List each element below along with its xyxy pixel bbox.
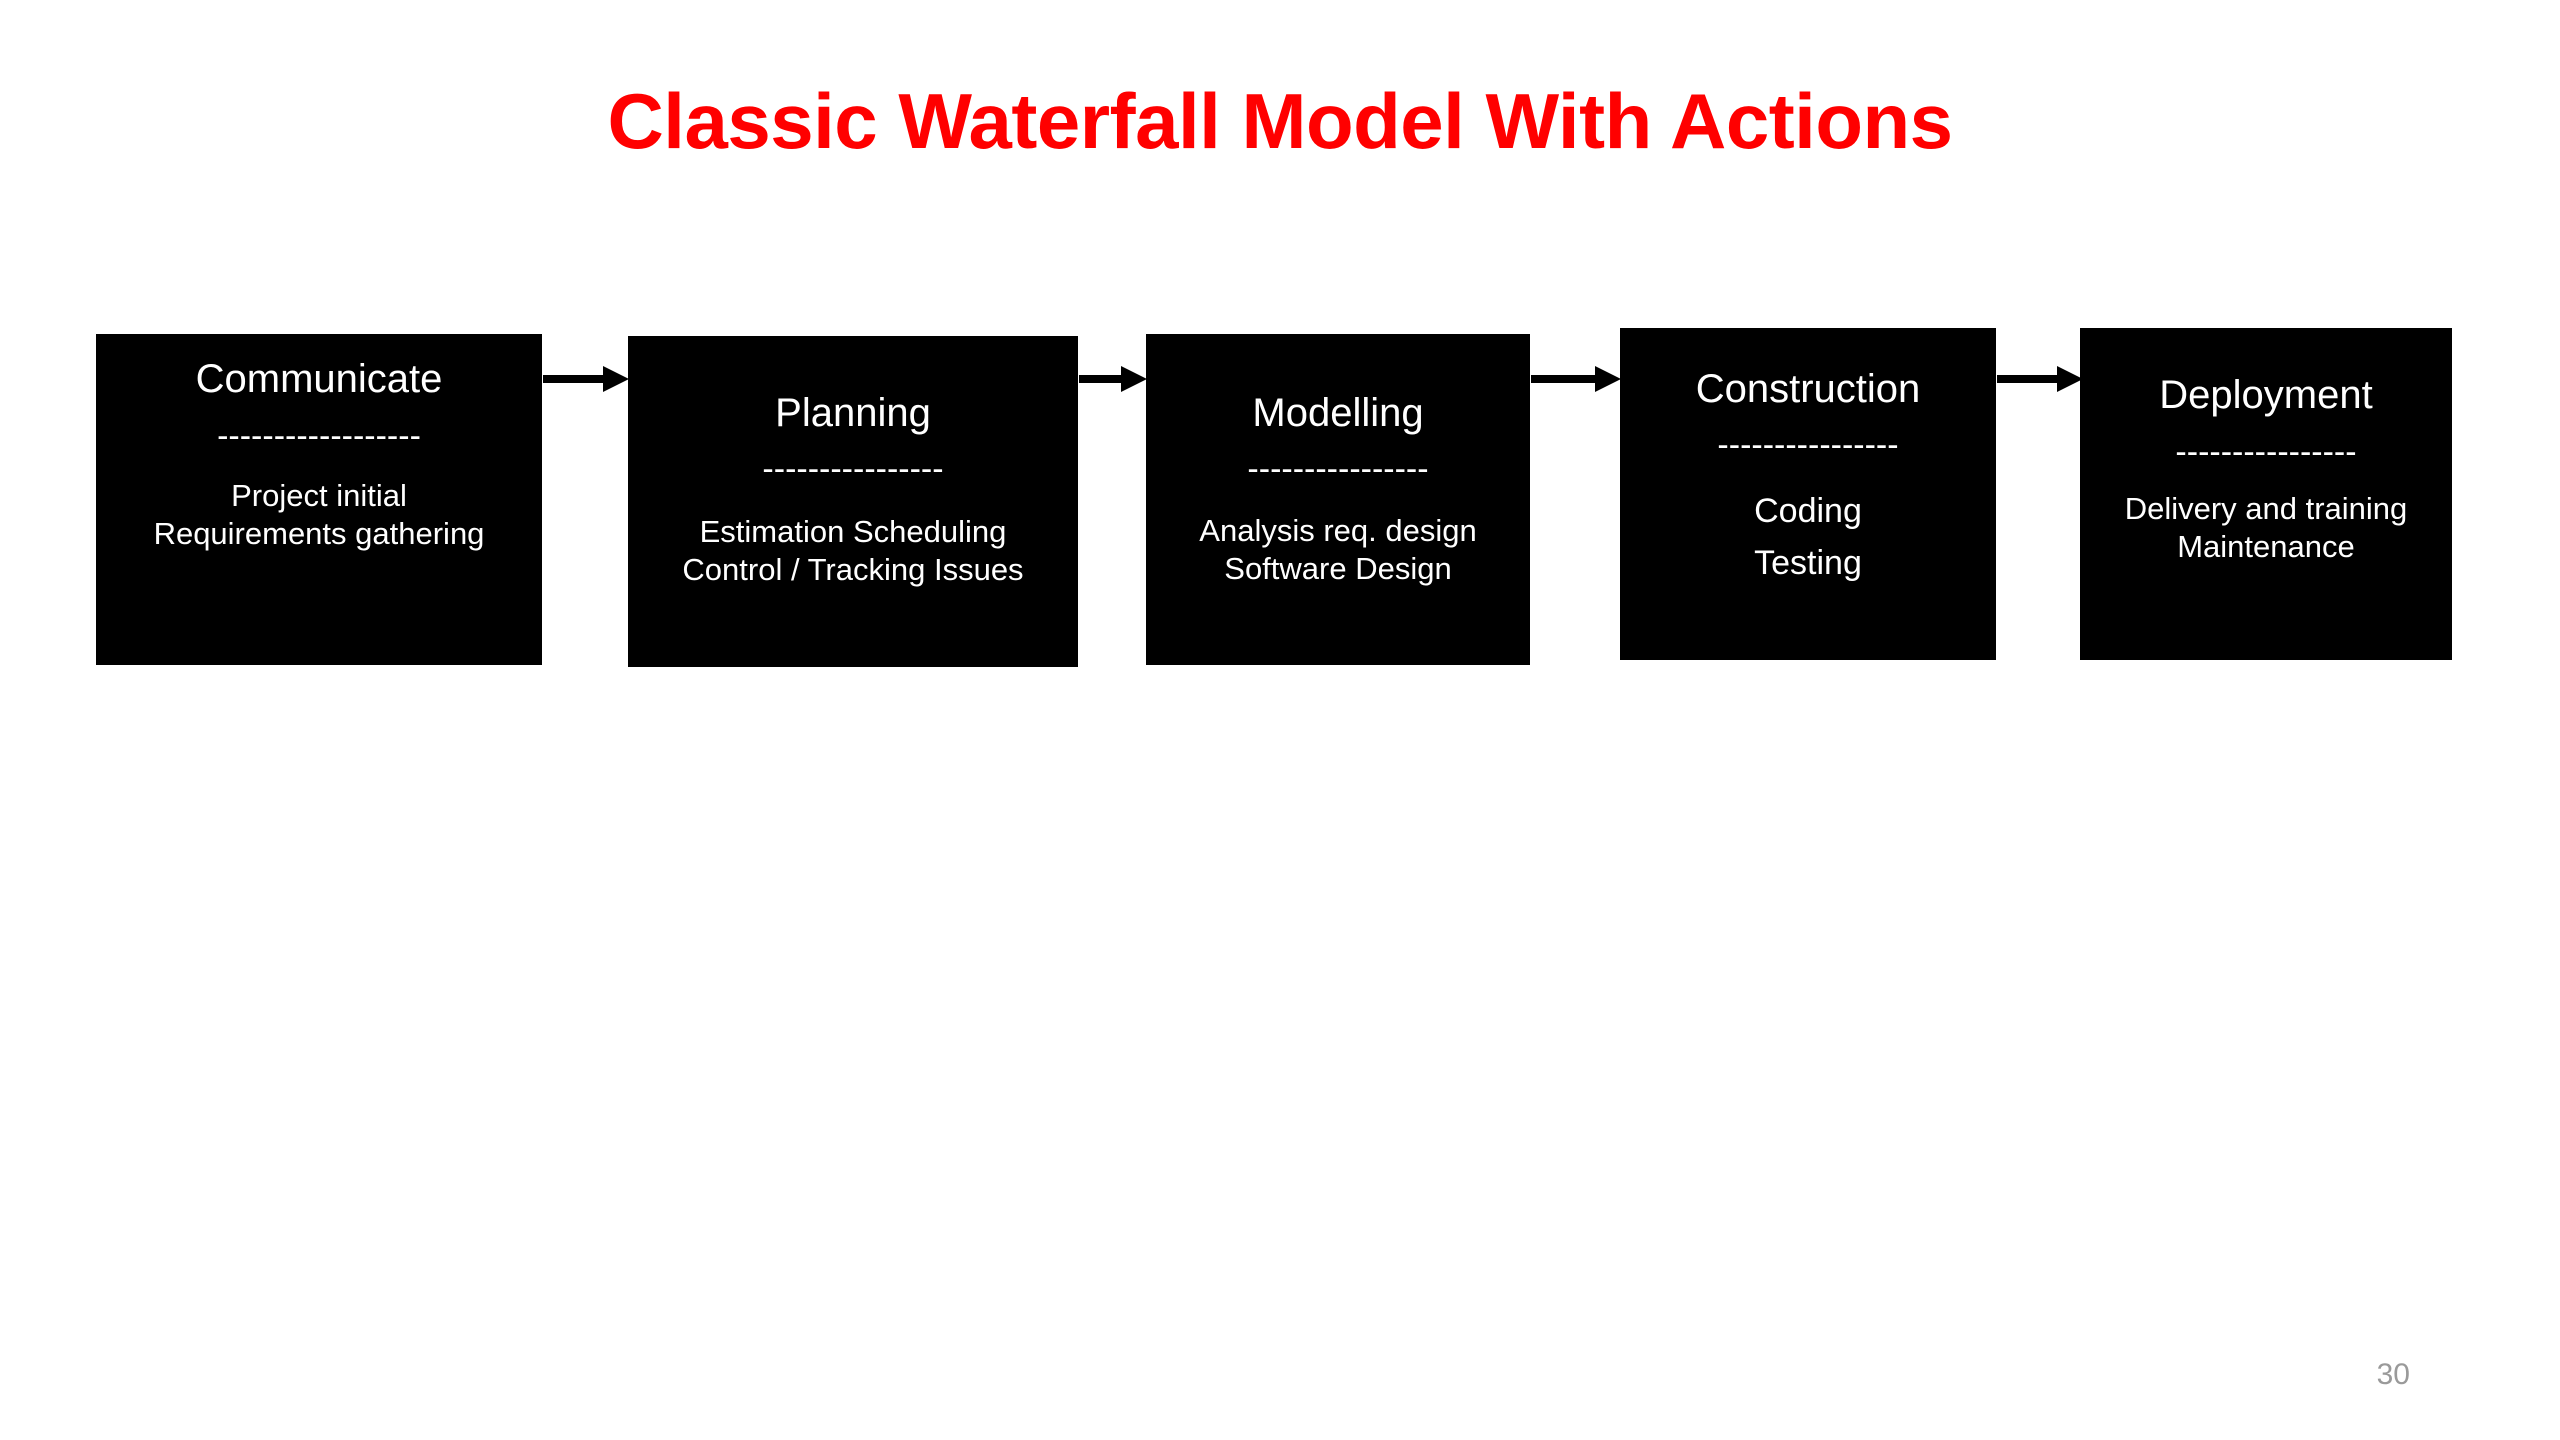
page-title: Classic Waterfall Model With Actions bbox=[607, 77, 1953, 165]
flow-box-title: Modelling bbox=[1252, 391, 1424, 435]
arrow-planning-to-modelling bbox=[1079, 366, 1147, 392]
flow-box-separator: ---------------- bbox=[1717, 426, 1899, 464]
flow-box-modelling[interactable]: Modelling ---------------- Analysis req.… bbox=[1146, 334, 1530, 665]
flow-box-line: Control / Tracking Issues bbox=[682, 552, 1024, 587]
page-number: 30 bbox=[2376, 1358, 2410, 1391]
arrow-modelling-to-construction bbox=[1531, 366, 1621, 392]
flow-box-line: Testing bbox=[1754, 544, 1862, 582]
flow-box-deployment[interactable]: Deployment ---------------- Delivery and… bbox=[2080, 328, 2452, 660]
flow-box-line: Requirements gathering bbox=[153, 516, 485, 551]
flow-box-line: Delivery and training bbox=[2124, 491, 2408, 526]
flow-box-title: Planning bbox=[775, 391, 931, 435]
arrow-shaft bbox=[1079, 375, 1123, 383]
flow-box-construction[interactable]: Construction ---------------- Coding Tes… bbox=[1620, 328, 1996, 660]
flow-box-line: Analysis req. design bbox=[1199, 513, 1477, 548]
arrow-head-icon bbox=[603, 366, 629, 392]
arrow-shaft bbox=[543, 375, 605, 383]
flow-box-communicate[interactable]: Communicate ------------------ Project i… bbox=[96, 334, 542, 665]
flow-box-line: Coding bbox=[1754, 492, 1862, 530]
flow-box-separator: ---------------- bbox=[1247, 450, 1429, 488]
arrow-head-icon bbox=[2057, 366, 2083, 392]
flow-box-title: Communicate bbox=[195, 357, 443, 401]
flow-box-planning[interactable]: Planning ---------------- Estimation Sch… bbox=[628, 336, 1078, 667]
arrow-shaft bbox=[1531, 375, 1597, 383]
arrow-head-icon bbox=[1595, 366, 1621, 392]
flow-box-separator: ---------------- bbox=[2175, 433, 2357, 471]
flow-box-title: Deployment bbox=[2159, 373, 2373, 417]
flow-box-line: Project initial bbox=[231, 478, 407, 513]
arrow-head-icon bbox=[1121, 366, 1147, 392]
flow-box-line: Estimation Scheduling bbox=[699, 514, 1007, 549]
flow-box-title: Construction bbox=[1695, 367, 1921, 411]
arrow-shaft bbox=[1997, 375, 2059, 383]
flow-box-line: Software Design bbox=[1224, 551, 1452, 586]
arrow-construction-to-deployment bbox=[1997, 366, 2083, 392]
flow-box-separator: ---------------- bbox=[762, 450, 944, 488]
flow-box-line: Maintenance bbox=[2177, 529, 2355, 564]
flow-box-separator: ------------------ bbox=[217, 417, 421, 455]
arrow-communicate-to-planning bbox=[543, 366, 629, 392]
